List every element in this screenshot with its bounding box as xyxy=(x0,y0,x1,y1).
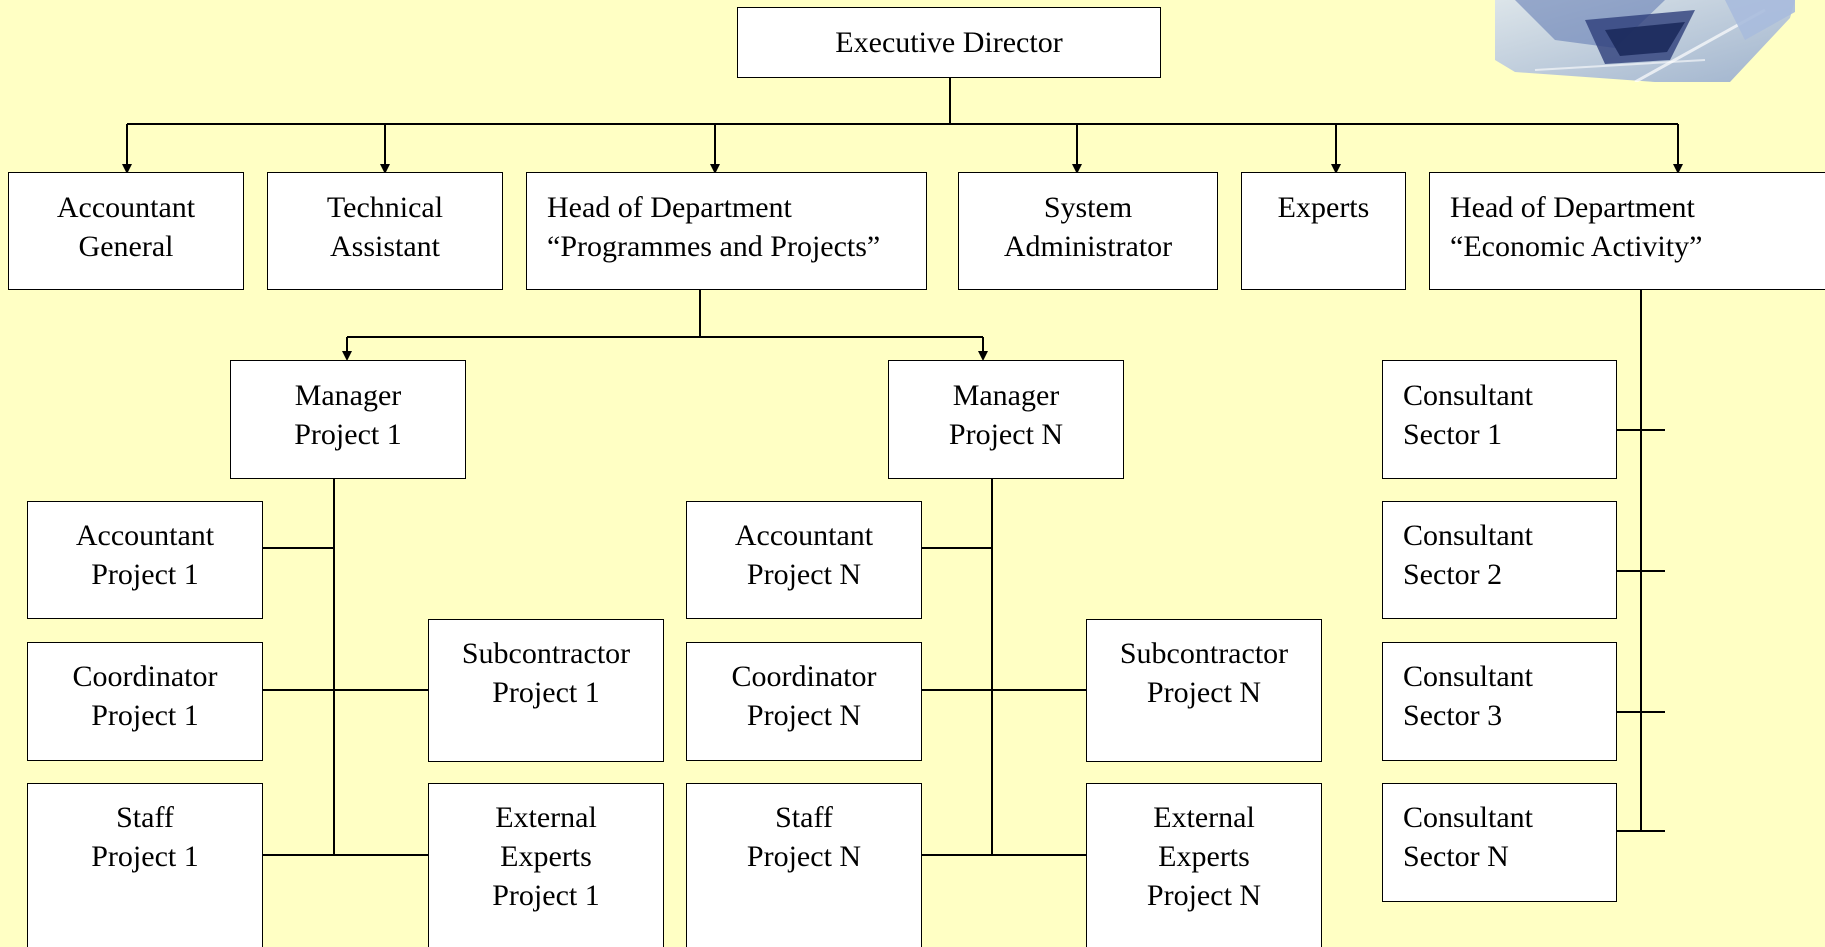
node-label: Manager xyxy=(952,379,1060,412)
node-label: External xyxy=(1153,801,1255,834)
node-label: Assistant xyxy=(329,230,440,263)
node-label: Project N xyxy=(746,840,862,873)
accountant-project-1-box: Accountant Project 1 xyxy=(27,501,263,619)
consultant-sector-2-box: Consultant Sector 2 xyxy=(1382,501,1617,619)
node-label: System xyxy=(1043,191,1133,224)
node-label: Experts xyxy=(500,840,592,873)
node-label: Accountant xyxy=(75,519,215,552)
node-label: Project 1 xyxy=(492,676,600,709)
consultant-sector-3-box: Consultant Sector 3 xyxy=(1382,642,1617,761)
node-label: Sector 2 xyxy=(1403,558,1503,591)
node-label: Sector 3 xyxy=(1403,699,1503,732)
node-label: External xyxy=(495,801,597,834)
technical-assistant-box: Technical Assistant xyxy=(267,172,503,290)
node-label: Subcontractor xyxy=(461,637,631,670)
node-label: “Programmes and Projects” xyxy=(547,230,881,263)
manager-project-1-box: Manager Project 1 xyxy=(230,360,466,479)
node-label: Sector 1 xyxy=(1403,418,1503,451)
node-label: Project N xyxy=(1146,879,1262,912)
head-programmes-box: Head of Department “Programmes and Proje… xyxy=(526,172,927,290)
corner-logo-image xyxy=(1495,0,1795,82)
system-administrator-box: System Administrator xyxy=(958,172,1218,290)
node-label: Manager xyxy=(294,379,402,412)
consultant-sector-n-box: Consultant Sector N xyxy=(1382,783,1617,902)
node-label: Experts xyxy=(1158,840,1250,873)
executive-director-box: Executive Director xyxy=(737,7,1161,78)
node-label: Project N xyxy=(746,558,862,591)
node-label: General xyxy=(78,230,174,263)
node-label: Sector N xyxy=(1403,840,1509,873)
node-label: Project 1 xyxy=(91,558,199,591)
node-label: Staff xyxy=(775,801,833,834)
manager-project-n-box: Manager Project N xyxy=(888,360,1124,479)
subcontractor-project-n-box: Subcontractor Project N xyxy=(1086,619,1322,762)
head-economic-box: Head of Department “Economic Activity” xyxy=(1429,172,1825,290)
coordinator-project-1-box: Coordinator Project 1 xyxy=(27,642,263,761)
accountant-project-n-box: Accountant Project N xyxy=(686,501,922,619)
external-experts-project-1-box: External Experts Project 1 xyxy=(428,783,664,947)
node-label: Project 1 xyxy=(492,879,600,912)
staff-project-1-box: Staff Project 1 xyxy=(27,783,263,947)
external-experts-project-n-box: External Experts Project N xyxy=(1086,783,1322,947)
node-label: Consultant xyxy=(1403,660,1534,693)
node-label: Executive Director xyxy=(835,26,1063,59)
accountant-general-box: Accountant General xyxy=(8,172,244,290)
node-label: Consultant xyxy=(1403,801,1534,834)
node-label: Accountant xyxy=(734,519,874,552)
node-label: Project N xyxy=(1146,676,1262,709)
node-label: Head of Department xyxy=(1450,191,1695,224)
node-label: Project 1 xyxy=(91,699,199,732)
node-label: Technical xyxy=(326,191,444,224)
node-label: Coordinator xyxy=(731,660,877,693)
node-label: Project N xyxy=(746,699,862,732)
node-label: Project 1 xyxy=(294,418,402,451)
node-label: Accountant xyxy=(56,191,196,224)
subcontractor-project-1-box: Subcontractor Project 1 xyxy=(428,619,664,762)
node-label: Consultant xyxy=(1403,379,1534,412)
node-label: Consultant xyxy=(1403,519,1534,552)
node-label: Administrator xyxy=(1003,230,1173,263)
node-label: Coordinator xyxy=(72,660,218,693)
coordinator-project-n-box: Coordinator Project N xyxy=(686,642,922,761)
node-label: Project 1 xyxy=(91,840,199,873)
node-label: Experts xyxy=(1277,191,1370,224)
experts-box: Experts xyxy=(1241,172,1406,290)
node-label: Staff xyxy=(116,801,174,834)
node-label: “Economic Activity” xyxy=(1450,230,1703,263)
node-label: Subcontractor xyxy=(1119,637,1289,670)
node-label: Head of Department xyxy=(547,191,792,224)
consultant-sector-1-box: Consultant Sector 1 xyxy=(1382,360,1617,479)
staff-project-n-box: Staff Project N xyxy=(686,783,922,947)
node-label: Project N xyxy=(948,418,1064,451)
